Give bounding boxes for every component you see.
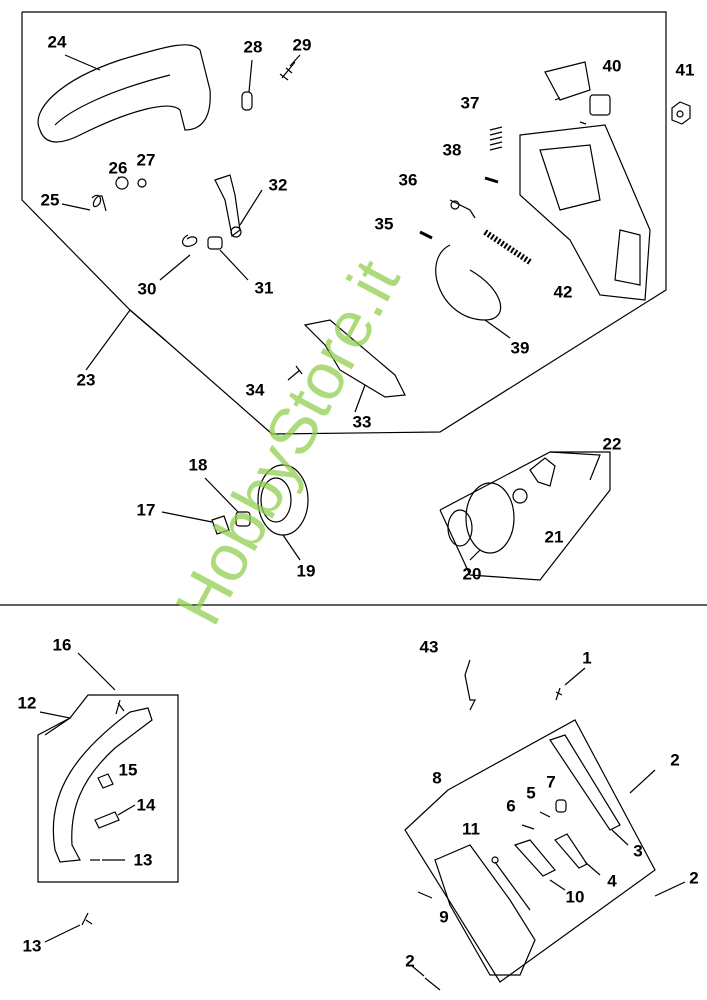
part-label: 42	[553, 282, 573, 302]
part-2-screw-b	[654, 881, 686, 897]
part-rear-handle-body	[434, 844, 536, 976]
part-label: 6	[506, 796, 516, 816]
part-3-trigger-cover	[549, 734, 629, 846]
part-26-nut	[115, 176, 129, 190]
part-42-spring	[483, 229, 532, 265]
part-label: 41	[675, 60, 695, 80]
part-label: 35	[374, 214, 394, 234]
part-label: 8	[432, 768, 442, 788]
part-label: 28	[243, 37, 263, 57]
part-25-spring	[61, 194, 107, 212]
part-5-spring	[539, 811, 551, 818]
part-32-lever	[214, 174, 263, 238]
part-1-screw	[555, 667, 586, 701]
part-label: 2	[405, 951, 415, 971]
part-34-screw	[287, 365, 303, 381]
group-outline-23	[21, 11, 667, 435]
part-16-screw	[77, 652, 125, 715]
part-label: 40	[602, 56, 622, 76]
part-2-screw-a	[629, 769, 656, 794]
part-label: 27	[136, 150, 156, 170]
part-21-ring	[512, 488, 528, 504]
part-40-bracket	[544, 61, 611, 125]
part-14-plate	[94, 804, 136, 829]
part-clutch-piece	[529, 457, 556, 487]
part-label: 2	[689, 868, 699, 888]
group-outline-8	[404, 719, 656, 983]
part-label: 34	[245, 380, 265, 400]
leader-22	[549, 451, 601, 481]
part-29-screw	[279, 54, 301, 81]
part-11-wire	[491, 856, 531, 911]
part-label: 18	[188, 455, 208, 475]
part-label: 15	[118, 760, 138, 780]
part-39-brake-band	[435, 244, 511, 339]
leader-23	[85, 309, 166, 371]
part-label: 31	[254, 278, 274, 298]
part-13-screw-b	[44, 912, 93, 943]
part-38-pin	[484, 176, 499, 184]
part-37-spring	[489, 126, 503, 151]
part-label: 33	[352, 412, 372, 432]
part-label: 13	[133, 850, 153, 870]
part-label: 13	[22, 936, 42, 956]
part-label: 21	[544, 527, 564, 547]
part-label: 19	[296, 561, 316, 581]
part-6-pin	[521, 824, 535, 830]
part-label: 9	[439, 907, 449, 927]
part-19-sprocket	[257, 464, 309, 561]
part-18-bearing	[204, 477, 251, 527]
part-label: 14	[136, 795, 156, 815]
part-label: 30	[137, 279, 157, 299]
part-label: 17	[136, 500, 156, 520]
part-label: 3	[633, 841, 643, 861]
part-27-washer	[137, 178, 147, 188]
part-label: 1	[582, 648, 592, 668]
part-label: 43	[419, 637, 439, 657]
part-label: 5	[526, 783, 536, 803]
part-label: 10	[565, 887, 585, 907]
part-label: 29	[292, 35, 312, 55]
part-28-pin	[241, 59, 253, 111]
part-36-pin	[449, 199, 476, 219]
part-label: 11	[462, 819, 480, 839]
part-30-spring	[159, 234, 198, 281]
part-label: 4	[607, 871, 617, 891]
part-15-clip	[97, 773, 114, 789]
part-12-rear-handle	[52, 707, 153, 863]
part-43-rod	[464, 659, 476, 711]
part-label: 26	[108, 158, 128, 178]
part-label: 12	[17, 693, 37, 713]
part-label: 16	[52, 635, 72, 655]
part-chain-cover	[519, 124, 651, 301]
part-24-front-handle	[37, 44, 211, 143]
part-label: 24	[47, 32, 67, 52]
part-label: 36	[398, 170, 418, 190]
part-4-lockout	[554, 833, 601, 876]
part-label: 22	[602, 434, 622, 454]
part-label: 39	[510, 338, 530, 358]
part-35-pin	[419, 230, 433, 240]
leader-12	[39, 711, 72, 736]
part-20-clutch	[447, 482, 515, 561]
part-label: 23	[76, 370, 96, 390]
part-41-nut	[671, 101, 691, 125]
group-outline-12	[37, 694, 179, 883]
part-17-washer	[161, 511, 230, 535]
part-10-trigger	[513, 839, 566, 891]
part-label: 20	[462, 564, 482, 584]
part-label: 2	[670, 750, 680, 770]
part-7-bushing	[555, 799, 567, 813]
part-label: 38	[442, 140, 462, 160]
part-33-guard	[303, 319, 406, 413]
part-9-pin	[417, 891, 433, 899]
part-2-screw-c	[411, 965, 441, 991]
part-31-sleeve	[207, 236, 249, 281]
part-label: 7	[546, 772, 556, 792]
part-label: 37	[460, 93, 480, 113]
part-label: 32	[268, 175, 288, 195]
part-label: 25	[40, 190, 60, 210]
